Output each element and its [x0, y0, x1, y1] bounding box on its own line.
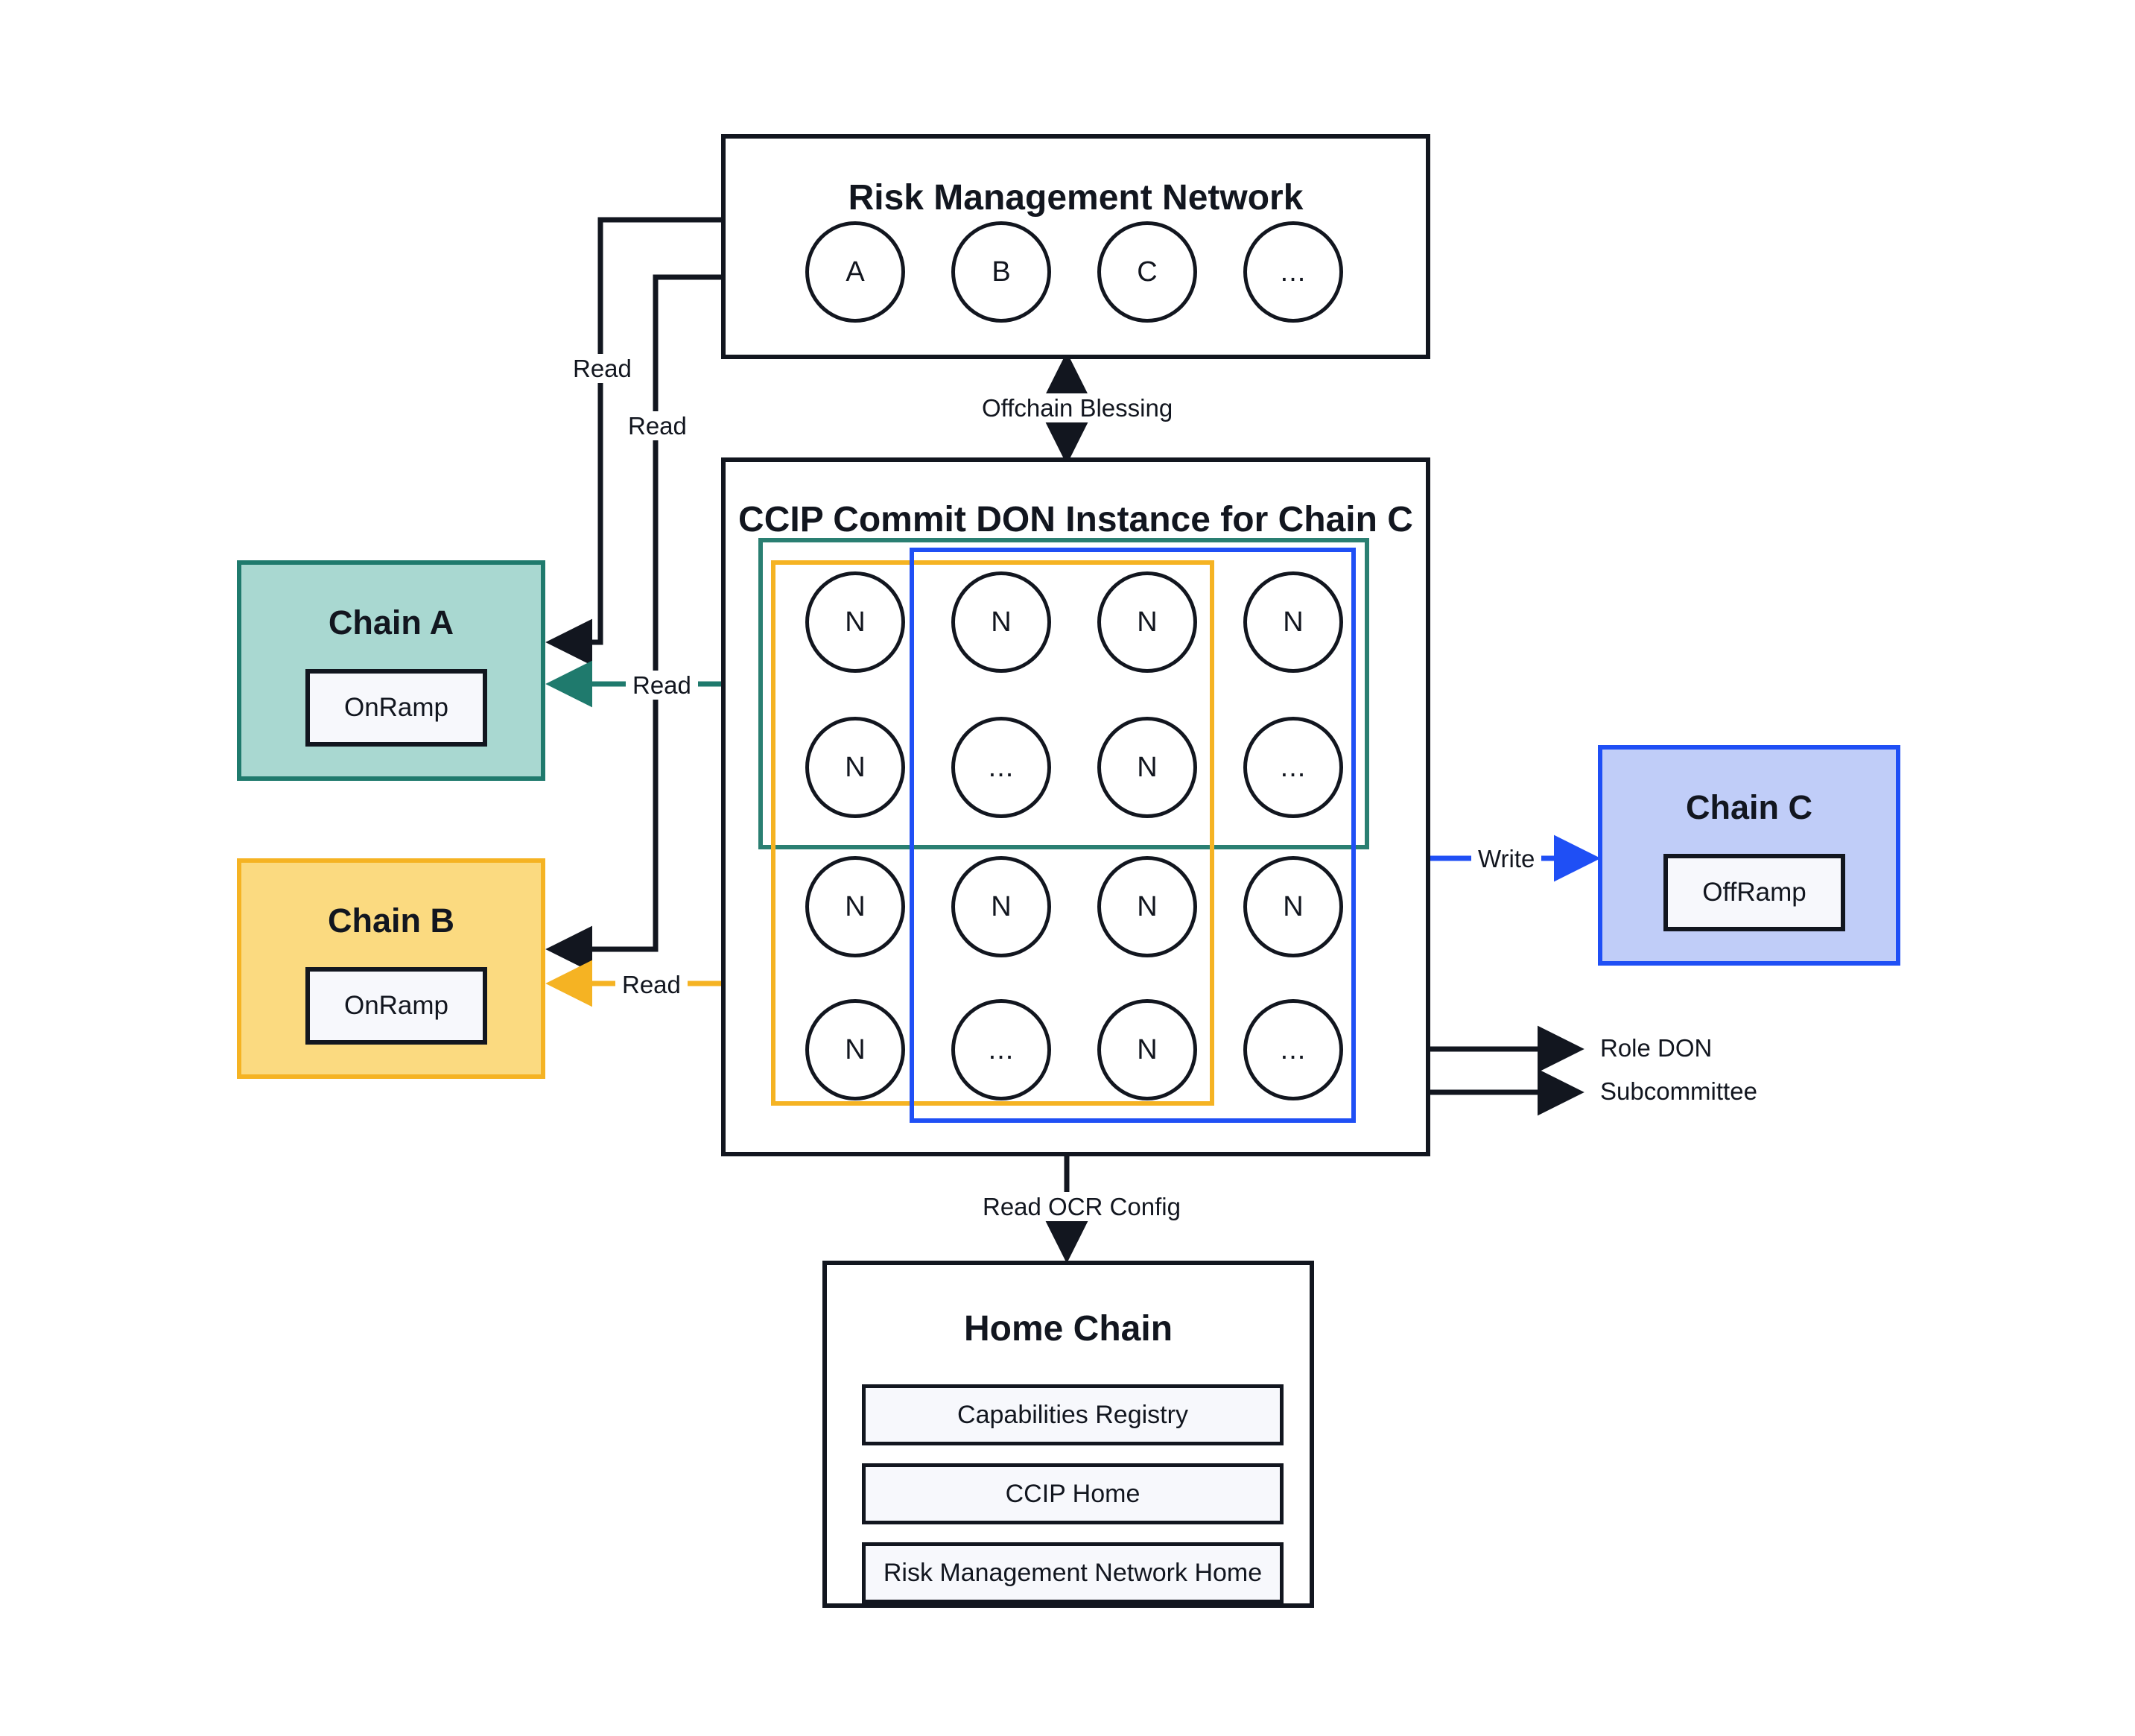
chain-a-onramp: OnRamp	[305, 669, 487, 747]
home-chain-item-rmn-home: Risk Management Network Home	[862, 1542, 1284, 1603]
label-write-chain-c: Write	[1471, 844, 1542, 873]
home-chain-title: Home Chain	[963, 1309, 1173, 1349]
chain-c-title: Chain C	[1685, 788, 1812, 826]
label-offchain-blessing: Offchain Blessing	[975, 393, 1180, 422]
don-node-r2c1-label: N	[845, 752, 866, 783]
don-node-r1c4: N	[1243, 571, 1343, 673]
rmn-node-b: B	[951, 221, 1051, 323]
don-node-r1c1: N	[805, 571, 905, 673]
don-node-r3c2: N	[951, 856, 1051, 957]
group-chain-c-subcommittee-outline	[910, 548, 1356, 1123]
rmn-node-more: ...	[1243, 221, 1343, 323]
don-node-r1c1-label: N	[845, 606, 866, 638]
rmn-node-a-label: A	[846, 256, 865, 288]
don-node-r1c2-label: N	[991, 606, 1012, 638]
rmn-node-a: A	[805, 221, 905, 323]
don-node-r2c3-label: N	[1137, 752, 1158, 783]
don-node-r3c2-label: N	[991, 891, 1012, 922]
rmn-node-c: C	[1097, 221, 1197, 323]
home-chain-panel: Home Chain Capabilities Registry CCIP Ho…	[822, 1261, 1314, 1608]
legend-subcommittee: Subcommittee	[1600, 1077, 1757, 1105]
don-node-r1c3-label: N	[1137, 606, 1158, 638]
legend-role-don: Role DON	[1600, 1034, 1713, 1062]
commit-don-title: CCIP Commit DON Instance for Chain C	[738, 500, 1413, 539]
don-node-r2c1: N	[805, 717, 905, 818]
don-node-r1c4-label: N	[1283, 606, 1304, 638]
label-rmn-read-chain-a: Read	[566, 354, 638, 383]
label-don-read-chain-b: Read	[615, 970, 688, 999]
chain-a-title: Chain A	[328, 604, 454, 642]
don-node-r2c4: ...	[1243, 717, 1343, 818]
don-node-r3c3: N	[1097, 856, 1197, 957]
don-node-r2c4-label: ...	[1280, 752, 1307, 783]
group-chain-b-subcommittee-outline	[771, 560, 1214, 1106]
rmn-node-b-label: B	[992, 256, 1011, 288]
don-node-r4c3-label: N	[1137, 1034, 1158, 1065]
don-node-r3c3-label: N	[1137, 891, 1158, 922]
don-node-r3c1: N	[805, 856, 905, 957]
don-node-r1c3: N	[1097, 571, 1197, 673]
label-rmn-read-chain-b: Read	[621, 411, 694, 440]
chain-b-onramp: OnRamp	[305, 967, 487, 1045]
home-chain-item-capabilities-registry: Capabilities Registry	[862, 1384, 1284, 1445]
don-node-r2c2: ...	[951, 717, 1051, 818]
rmn-node-more-label: ...	[1280, 256, 1307, 288]
chain-c-offramp: OffRamp	[1663, 854, 1845, 931]
chain-c-panel: Chain C OffRamp	[1598, 745, 1900, 966]
risk-management-network-title: Risk Management Network	[848, 178, 1304, 218]
don-node-r4c3: N	[1097, 999, 1197, 1100]
label-read-ocr-config: Read OCR Config	[976, 1192, 1187, 1221]
chain-b-panel: Chain B OnRamp	[237, 858, 545, 1079]
label-don-read-chain-a: Read	[626, 671, 698, 700]
don-node-r4c4: ...	[1243, 999, 1343, 1100]
don-node-r2c3: N	[1097, 717, 1197, 818]
chain-b-title: Chain B	[327, 902, 454, 940]
rmn-node-c-label: C	[1137, 256, 1158, 288]
don-node-r4c2-label: ...	[988, 1034, 1015, 1065]
don-node-r3c1-label: N	[845, 891, 866, 922]
group-role-don-outline	[758, 538, 1369, 849]
don-node-r3c4: N	[1243, 856, 1343, 957]
don-node-r1c2: N	[951, 571, 1051, 673]
don-node-r4c1: N	[805, 999, 905, 1100]
don-node-r4c1-label: N	[845, 1034, 866, 1065]
chain-a-panel: Chain A OnRamp	[237, 560, 545, 781]
don-node-r4c4-label: ...	[1280, 1034, 1307, 1065]
don-node-r3c4-label: N	[1283, 891, 1304, 922]
don-node-r4c2: ...	[951, 999, 1051, 1100]
home-chain-item-ccip-home: CCIP Home	[862, 1463, 1284, 1524]
don-node-r2c2-label: ...	[988, 752, 1015, 783]
